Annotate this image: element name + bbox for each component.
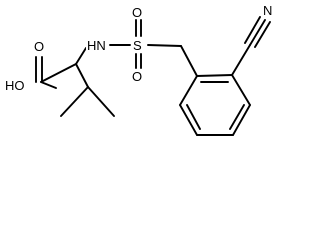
alpha-beta-bond	[75, 63, 89, 88]
cn-triple-bond-a	[249, 19, 266, 46]
ring-bond-1	[196, 74, 233, 77]
beta-methyl-left-bond	[60, 86, 89, 117]
ring-cn-bond	[231, 44, 251, 76]
carbonyl-oxygen-label: O	[34, 39, 44, 54]
cn-triple-bond-c	[254, 21, 271, 48]
sulfur-label: S	[133, 38, 142, 53]
s-ch2-bond	[147, 44, 182, 47]
amine-label: HN	[87, 38, 106, 53]
hydroxyl-label: HO	[5, 78, 25, 93]
alpha-nh-bond	[75, 47, 87, 65]
beta-methyl-right-bond	[87, 86, 115, 117]
carboxyl-alpha-bond	[40, 63, 77, 83]
ring-inner-bond-3	[186, 104, 201, 130]
c-oh-bond	[40, 81, 57, 89]
sulfonyl-oxygen-bottom-label: O	[132, 69, 142, 84]
ring-inner-bond-2	[229, 104, 245, 130]
nitrile-nitrogen-label: N	[263, 3, 272, 18]
ring-bond-6	[179, 75, 198, 106]
chemical-structure: HO O HN S O O N	[5, 3, 273, 136]
ring-bond-2	[231, 74, 251, 106]
cn-triple-bond-b	[244, 16, 261, 44]
ring-bond-5	[179, 104, 198, 136]
sulfonyl-oxygen-top-label: O	[132, 5, 142, 20]
ring-bond-3	[232, 104, 251, 136]
ch2-ring-bond	[180, 45, 198, 77]
